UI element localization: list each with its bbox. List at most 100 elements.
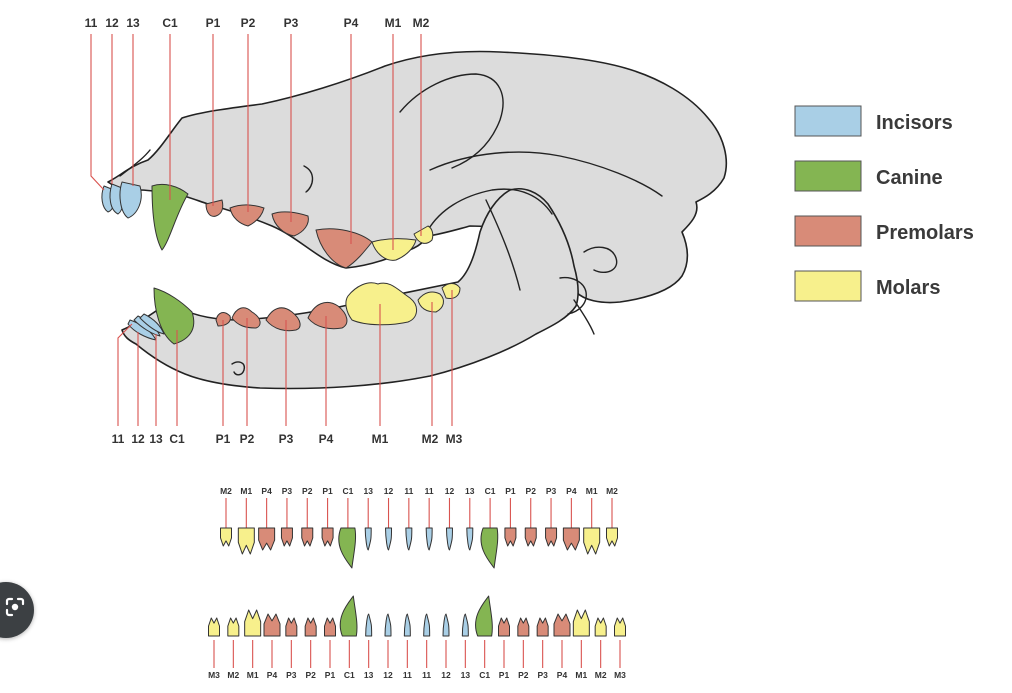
- jaw-inner-line: [573, 299, 595, 335]
- upper-incisor-tooth: [119, 181, 142, 219]
- legend-item-canine: Canine: [794, 160, 943, 192]
- lower-chart-label: P4: [557, 670, 568, 680]
- lower-chart-label: 11: [422, 670, 431, 680]
- upper-chart-molar-tooth: [220, 527, 232, 547]
- lower-chart-premolar-tooth: [536, 617, 549, 637]
- lower-chart-incisor-tooth: [365, 613, 373, 637]
- lower-chart-canine-tooth: [339, 595, 358, 637]
- lower-chart-incisor-tooth: [442, 613, 450, 637]
- upper-chart-incisor-tooth: [405, 527, 413, 551]
- lower-chart-incisor-tooth: [461, 613, 469, 637]
- legend-label-incisors: Incisors: [876, 112, 953, 134]
- lower-chart-label: P3: [537, 670, 548, 680]
- upper-chart-incisor-tooth: [364, 527, 372, 551]
- lower-chart-premolar-tooth: [263, 613, 281, 637]
- upper-chart-molar-tooth: [606, 527, 618, 547]
- upper-skull-labels: 11 12 13 C1 P1 P2 P3 P4 M1 M2: [85, 16, 430, 30]
- label-upper-p4: P4: [344, 16, 359, 30]
- lower-chart-label: M3: [208, 670, 220, 680]
- label-upper-p2: P2: [241, 16, 256, 30]
- upper-premolar-tooth: [315, 228, 373, 269]
- lower-chart-premolar-tooth: [324, 617, 336, 637]
- upper-chart-label: P2: [526, 486, 537, 496]
- lower-chart-label: 13: [364, 670, 374, 680]
- nose-line: [119, 149, 151, 177]
- lower-guide-lines: [117, 290, 453, 426]
- legend-swatch-molars: [794, 270, 862, 302]
- lower-chart-label: P3: [286, 670, 297, 680]
- skull-teeth: [101, 181, 461, 345]
- upper-chart-premolar-tooth: [301, 527, 314, 547]
- lower-chart-canine-tooth: [475, 595, 493, 637]
- upper-chart-label: P1: [322, 486, 333, 496]
- label-lower-p3: P3: [279, 432, 294, 446]
- lower-chart-label: M1: [247, 670, 259, 680]
- lower-chart-molar-tooth: [614, 617, 626, 637]
- label-upper-p1: P1: [206, 16, 221, 30]
- lower-chart-incisor-tooth: [384, 613, 392, 637]
- upper-chart-premolar-tooth: [280, 527, 293, 547]
- label-lower-m3: M3: [446, 432, 463, 446]
- zygomatic-line: [429, 151, 663, 197]
- label-lower-p2: P2: [240, 432, 255, 446]
- label-upper-12: 12: [105, 16, 119, 30]
- lower-chart-label: 11: [403, 670, 412, 680]
- upper-chart-label: 11: [425, 486, 434, 496]
- lower-skull-labels: 11 12 13 C1 P1 P2 P3 P4 M1 M2 M3: [112, 432, 463, 446]
- upper-chart-incisor-tooth: [385, 527, 393, 551]
- upper-chart-canine-tooth: [480, 527, 499, 569]
- label-lower-m2: M2: [422, 432, 439, 446]
- legend-swatch-premolars: [794, 215, 862, 247]
- guide-line: [90, 34, 105, 191]
- foramen-lower: [231, 361, 246, 376]
- upper-chart-label: C1: [485, 486, 496, 496]
- lower-premolar-tooth: [265, 307, 301, 332]
- lower-chart-premolar-tooth: [498, 617, 510, 637]
- lower-chart-label: C1: [344, 670, 355, 680]
- label-lower-11: 11: [112, 432, 125, 446]
- upper-chart-molar-tooth: [583, 527, 601, 555]
- upper-chart-label: 11: [404, 486, 413, 496]
- condyle-line: [559, 276, 587, 315]
- upper-chart-premolar-tooth: [562, 527, 580, 551]
- lower-chart-premolar-tooth: [553, 613, 571, 637]
- legend-swatch-incisors: [794, 105, 862, 137]
- lower-chart-label: P4: [267, 670, 278, 680]
- lower-chart-label: 12: [383, 670, 393, 680]
- upper-chart-incisor-tooth: [466, 527, 474, 551]
- upper-chart-label: C1: [342, 486, 353, 496]
- label-upper-m1: M1: [385, 16, 402, 30]
- label-lower-p4: P4: [319, 432, 334, 446]
- lower-chart-premolar-tooth: [285, 617, 298, 637]
- upper-premolar-tooth: [271, 211, 309, 237]
- legend-label-premolars: Premolars: [876, 222, 974, 244]
- ramus-line: [485, 199, 521, 291]
- upper-chart-premolar-tooth: [524, 527, 537, 547]
- upper-molar-tooth: [371, 238, 417, 261]
- upper-chart-label: P3: [546, 486, 557, 496]
- label-upper-m2: M2: [413, 16, 430, 30]
- upper-chart-label: 13: [363, 486, 373, 496]
- lower-chart-incisor-tooth: [423, 613, 431, 637]
- legend-swatch-canine: [794, 160, 862, 192]
- lower-chart-premolar-tooth: [304, 617, 317, 637]
- upper-chart-incisor-tooth: [425, 527, 433, 551]
- upper-premolar-tooth: [229, 204, 265, 227]
- lower-chart-label: M1: [575, 670, 587, 680]
- lower-chart-premolar-tooth: [517, 617, 530, 637]
- upper-chart-label: 12: [384, 486, 394, 496]
- label-upper-c1: C1: [162, 16, 178, 30]
- lower-chart-label: 12: [441, 670, 451, 680]
- upper-chart-label: P3: [282, 486, 293, 496]
- upper-chart-premolar-tooth: [321, 527, 334, 547]
- label-lower-c1: C1: [169, 432, 185, 446]
- upper-chart-label: 13: [465, 486, 475, 496]
- upper-guide-lines: [90, 34, 422, 250]
- legend-label-canine: Canine: [876, 167, 943, 189]
- lower-molar-tooth: [417, 291, 444, 313]
- lower-chart-label: 13: [461, 670, 471, 680]
- upper-chart-label: P4: [261, 486, 272, 496]
- legend: Incisors Canine Premolars Molars: [794, 105, 974, 302]
